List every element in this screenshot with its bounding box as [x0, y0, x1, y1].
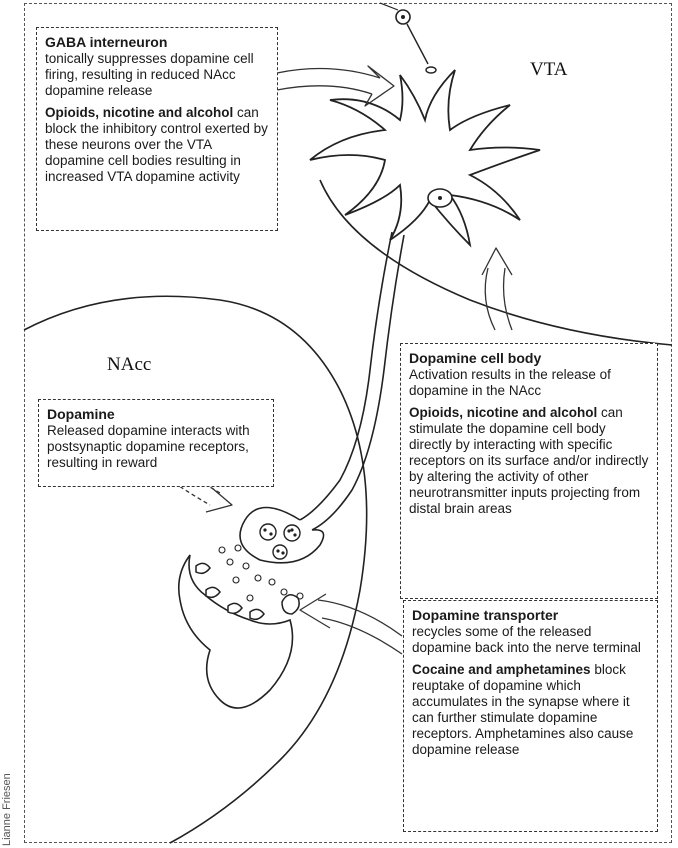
dopamine-box: Dopamine Released dopamine interacts wit… [38, 399, 274, 487]
dopamine-axon [300, 232, 392, 520]
box-lead: Cocaine and amphetamines [412, 662, 591, 677]
gaba-terminal [426, 67, 436, 73]
dopamine-cell-body-box: Dopamine cell body Activation results in… [400, 343, 658, 599]
box-lead: Opioids, nicotine and alcohol [409, 405, 597, 420]
box-text-secondary: can stimulate the dopamine cell body dir… [409, 405, 648, 516]
region-label-vta: VTA [530, 59, 568, 81]
illustrator-credit: Lianne Friesen [1, 770, 15, 846]
box-lead: Opioids, nicotine and alcohol [45, 105, 233, 120]
box-title: Dopamine transporter [412, 607, 649, 624]
box-text: Activation results in the release of dop… [409, 367, 649, 399]
vesicle [260, 524, 276, 540]
box-text: Released dopamine interacts with postsyn… [47, 423, 265, 471]
dopamine-transporter-shape [282, 595, 299, 614]
region-label-nacc: NAcc [107, 354, 151, 376]
dopamine-transporter-box: Dopamine transporter recycles some of th… [403, 600, 658, 832]
box-title: Dopamine [47, 406, 265, 423]
arrow-gaba [277, 69, 380, 78]
vesicle [273, 545, 287, 559]
box-text: recycles some of the released dopamine b… [412, 624, 649, 656]
credit-text: Lianne Friesen [1, 773, 13, 846]
box-title: Dopamine cell body [409, 350, 649, 367]
box-text: tonically suppresses dopamine cell firin… [45, 51, 269, 99]
gaba-interneuron-box: GABA interneuron tonically suppresses do… [36, 27, 278, 231]
vesicle [284, 525, 300, 541]
box-title: GABA interneuron [45, 34, 269, 51]
arrow-cellbody [485, 268, 495, 330]
